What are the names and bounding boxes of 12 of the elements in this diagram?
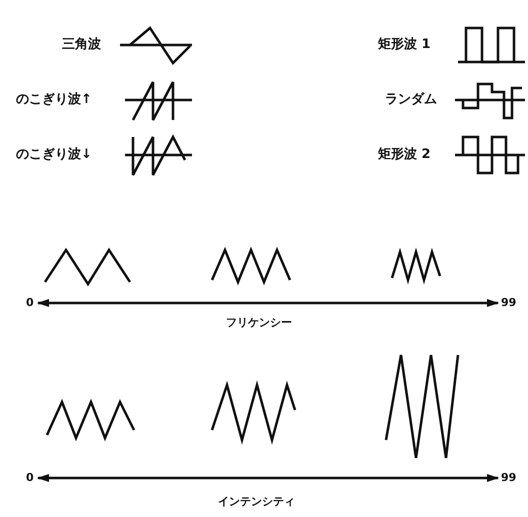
waveform-name: 矩形波 2	[378, 147, 431, 163]
scale-min: 0	[26, 295, 34, 311]
scale-min: 0	[26, 470, 34, 486]
waveform-name: のこぎり波↑	[16, 92, 92, 108]
axis-title: フリケンシー	[226, 315, 292, 331]
scale-max: 99	[501, 470, 516, 486]
waveform-name: 矩形波 1	[378, 37, 431, 53]
axis-title: インテンシティ	[218, 494, 295, 510]
waveform-name: ランダム	[385, 92, 437, 108]
scale-max: 99	[501, 295, 516, 311]
waveform-name: のこぎり波↓	[16, 147, 92, 163]
waveform-name: 三角波	[62, 37, 101, 53]
